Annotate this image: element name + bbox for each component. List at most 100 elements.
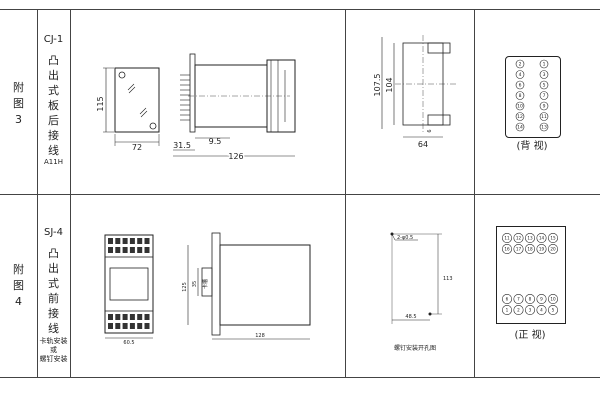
terminal-4: 4 — [515, 70, 525, 79]
terminal-2: 2 — [515, 59, 525, 69]
terminal-screw — [129, 247, 135, 253]
terminal-screw — [108, 238, 113, 244]
svg-text:7: 7 — [517, 296, 520, 301]
rail-label: 卡槽 — [202, 279, 209, 289]
terminal-screw — [108, 247, 113, 253]
terminal-screw — [122, 314, 128, 320]
terminal-screw — [108, 323, 113, 329]
svg-text:14: 14 — [517, 125, 523, 131]
terminal-screw — [115, 247, 121, 253]
label-window — [109, 267, 149, 301]
terminal-screw — [129, 238, 135, 244]
model-label-row1: CJ-1 — [43, 34, 64, 45]
bottom-screws — [108, 314, 150, 329]
terminal-screw — [137, 238, 143, 244]
svg-text:3: 3 — [529, 307, 532, 312]
terminal-10: 10 — [547, 294, 558, 305]
terminal-7: 7 — [539, 91, 549, 100]
svg-text:9: 9 — [543, 104, 546, 110]
terminal-screw — [115, 314, 121, 320]
svg-text:17: 17 — [516, 246, 522, 251]
terminal-screw — [137, 314, 143, 320]
terminal-18: 18 — [524, 243, 535, 254]
dim-width: 72 — [132, 143, 142, 152]
table-bottom-line — [0, 377, 600, 378]
top-screws — [108, 238, 150, 253]
svg-text:8: 8 — [529, 296, 532, 301]
svg-text:10: 10 — [517, 104, 523, 110]
dim-slot: 6 — [427, 129, 433, 132]
dim-height: 115 — [96, 96, 105, 111]
terminal-10: 10 — [515, 101, 525, 111]
case-body — [219, 244, 311, 326]
svg-text:2: 2 — [519, 62, 522, 68]
terminal-13: 13 — [524, 233, 535, 243]
svg-text:5: 5 — [543, 83, 546, 89]
dim-height: 125 — [182, 282, 188, 292]
svg-text:10: 10 — [550, 296, 556, 301]
svg-text:14: 14 — [539, 235, 545, 240]
terminal-12: 12 — [515, 112, 525, 121]
terminal-16: 16 — [502, 243, 512, 254]
terminal-15: 15 — [547, 233, 558, 243]
rear-view-label: (背 视) — [516, 141, 548, 152]
svg-text:12: 12 — [517, 114, 523, 120]
leader — [391, 233, 396, 241]
svg-text:12: 12 — [516, 235, 522, 240]
terminal-2: 2 — [513, 305, 524, 316]
cutout-ear — [427, 114, 451, 126]
svg-text:1: 1 — [506, 307, 509, 312]
terminal-3: 3 — [539, 70, 549, 79]
col-divider-1 — [37, 9, 38, 377]
terminal-8: 8 — [524, 294, 535, 305]
mount-hole — [118, 71, 126, 79]
svg-text:16: 16 — [504, 246, 510, 251]
svg-text:8: 8 — [519, 93, 522, 99]
dim-inner: 104 — [385, 77, 394, 92]
dim-width: 60.5 — [123, 340, 134, 346]
terminal-7: 7 — [513, 294, 524, 305]
terminal-5: 5 — [539, 80, 549, 90]
side-view-sj4: 125 35 卡槽 128 — [182, 232, 311, 340]
terminal-screw — [144, 238, 150, 244]
terminal-11: 11 — [502, 233, 512, 243]
dim-outer: 107.5 — [373, 74, 382, 97]
hole-drawing-sj4: 2-φ0.5 113 48.5 — [390, 232, 453, 324]
terminal-screw — [129, 323, 135, 329]
hole-caption: 螺钉安装开孔图 — [393, 345, 436, 352]
mount-note-row2: 卡轨安装 或 螺钉安装 — [39, 337, 68, 363]
socket-code-row1: A11H — [44, 158, 63, 166]
dim-offset: 31.5 — [173, 141, 191, 150]
terminal-1: 1 — [502, 305, 512, 316]
terminal-screw — [144, 323, 150, 329]
terminal-6: 6 — [515, 80, 525, 90]
mount-type-row1: 凸 出 式 板 后 接 线 — [48, 54, 59, 157]
dim-width: 48.5 — [405, 314, 416, 320]
terminal-screw — [108, 314, 113, 320]
terminal-13: 13 — [539, 122, 549, 132]
glass-mark — [139, 107, 147, 115]
svg-text:2: 2 — [517, 307, 520, 312]
terminal-12: 12 — [513, 233, 524, 243]
front-cover — [266, 59, 296, 133]
table-top-line — [0, 9, 600, 10]
terminal-strip-top — [104, 234, 154, 258]
mount-hole — [149, 122, 157, 130]
glass-mark — [128, 86, 136, 94]
mount-type-row2: 凸 出 式 前 接 线 — [48, 247, 59, 335]
terminal-screw — [137, 323, 143, 329]
rail-clip — [201, 267, 213, 297]
terminal-screw — [144, 314, 150, 320]
cutout-view-cj1: 107.5 104 6 64 — [373, 35, 458, 149]
terminal-6: 6 — [502, 294, 512, 305]
svg-text:11: 11 — [541, 114, 547, 120]
svg-text:15: 15 — [550, 235, 556, 240]
col-divider-3 — [345, 9, 346, 377]
svg-text:18: 18 — [527, 246, 533, 251]
rear-terminal-panel — [505, 56, 561, 138]
glass-mark — [127, 83, 135, 91]
terminal-11: 11 — [539, 112, 549, 121]
